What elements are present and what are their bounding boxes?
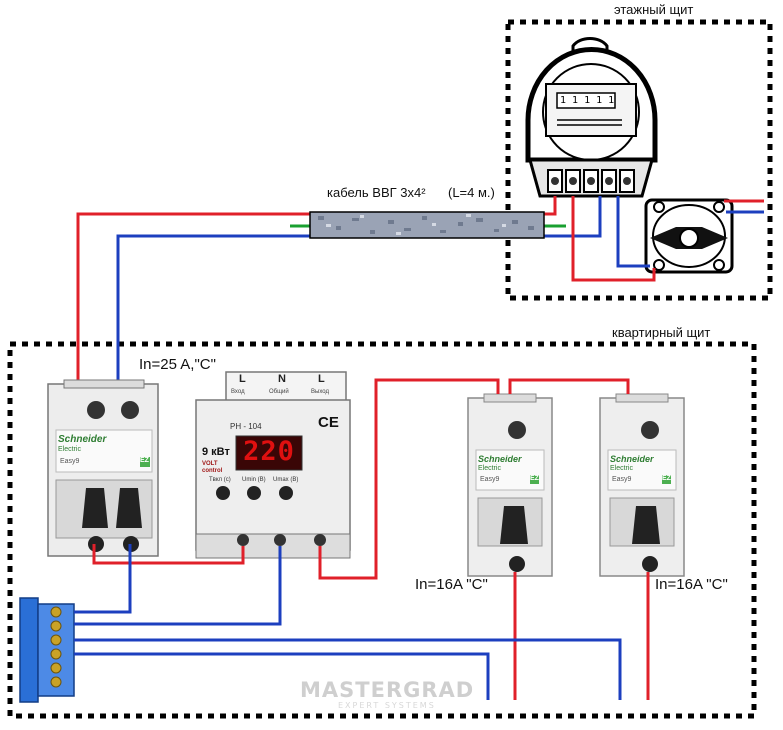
cable-label: кабель ВВГ 3х4² bbox=[327, 185, 426, 200]
main-breaker-brand-sub: Electric bbox=[58, 446, 81, 453]
floor-panel-border bbox=[505, 19, 773, 301]
rotary-switch bbox=[644, 198, 734, 274]
cable-body bbox=[309, 211, 545, 239]
relay-note-out: Выход bbox=[311, 389, 329, 395]
cable-length-label: (L=4 м.) bbox=[448, 185, 495, 200]
relay-model: РН - 104 bbox=[230, 422, 262, 431]
meter-digits: 1 1 1 1 1 bbox=[560, 95, 615, 106]
relay-display: 220 bbox=[243, 436, 295, 467]
main-breaker-label: In=25 A,"C" bbox=[139, 356, 216, 373]
relay-knob-umin-label: Umin (В) bbox=[242, 477, 266, 483]
breaker-1-brand-sub: Electric bbox=[478, 465, 501, 472]
breaker-1-label: In=16A "C" bbox=[415, 576, 488, 593]
breaker-1-series: Easy9 bbox=[480, 476, 500, 483]
breaker-2-body bbox=[599, 393, 685, 577]
relay-maker: VOLT control bbox=[202, 461, 223, 474]
main-breaker-badge: EZ bbox=[140, 457, 149, 464]
watermark-sub: EXPERT SYSTEMS bbox=[338, 701, 436, 710]
relay-power: 9 кВт bbox=[202, 446, 230, 458]
floor-panel-label: этажный щит bbox=[614, 2, 694, 17]
main-breaker bbox=[47, 379, 159, 557]
meter-terminals bbox=[547, 169, 635, 193]
wires-lower bbox=[74, 378, 650, 700]
relay-note-common: Общий bbox=[269, 389, 289, 395]
breaker-1-body bbox=[467, 393, 553, 577]
relay-note-in: Вход bbox=[231, 389, 245, 395]
neutral-busbar bbox=[19, 597, 75, 703]
main-breaker-brand: Schneider bbox=[58, 434, 107, 445]
relay-knob-time-label: Tвкл (с) bbox=[209, 477, 231, 483]
relay-terminal-l-in: L bbox=[239, 373, 246, 385]
wires-upper bbox=[76, 196, 764, 384]
apartment-panel-border bbox=[7, 341, 757, 719]
relay-knob-umax-label: Umax (В) bbox=[273, 477, 299, 483]
breaker-2-badge: EZ bbox=[662, 475, 671, 482]
relay-ce-mark: CE bbox=[318, 414, 339, 431]
voltage-relay bbox=[195, 371, 351, 559]
breaker-1-brand: Schneider bbox=[478, 454, 522, 464]
breaker-2-series: Easy9 bbox=[612, 476, 632, 483]
electricity-meter bbox=[525, 37, 658, 198]
breaker-1-badge: EZ bbox=[530, 475, 539, 482]
relay-terminal-l-out: L bbox=[318, 373, 325, 385]
breaker-2-brand: Schneider bbox=[610, 454, 654, 464]
breaker-2-label: In=16A "C" bbox=[655, 576, 728, 593]
relay-terminal-n: N bbox=[278, 373, 286, 385]
breaker-2-brand-sub: Electric bbox=[610, 465, 633, 472]
watermark: MASTERGRAD bbox=[300, 678, 475, 702]
apartment-panel-label: квартирный щит bbox=[612, 325, 711, 340]
cable-texture bbox=[318, 216, 534, 234]
main-breaker-series: Easy9 bbox=[60, 458, 80, 465]
